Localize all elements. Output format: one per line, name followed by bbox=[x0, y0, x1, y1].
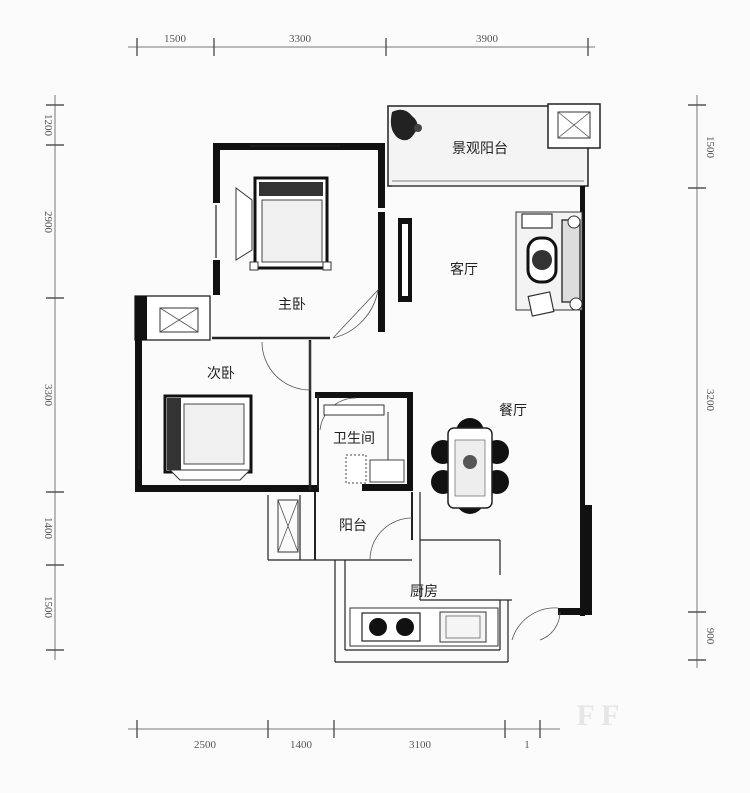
kitchen-counter bbox=[349, 607, 499, 647]
room-label-second-bedroom: 次卧 bbox=[207, 366, 235, 382]
watermark: F F bbox=[576, 699, 619, 732]
room-label-kitchen: 厨房 bbox=[410, 584, 438, 600]
sink bbox=[439, 611, 487, 643]
dim-top-1: 1500 bbox=[164, 33, 187, 45]
dim-left-2: 2900 bbox=[42, 211, 54, 234]
dim-bottom-3: 3100 bbox=[409, 739, 432, 751]
doors bbox=[261, 288, 561, 641]
dim-bottom-1: 2500 bbox=[194, 739, 217, 751]
room-label-master-bedroom: 主卧 bbox=[278, 297, 306, 313]
dim-right-2: 3200 bbox=[704, 389, 716, 412]
door-second-bedroom bbox=[261, 341, 311, 391]
room-label-balcony-view: 景观阳台 bbox=[452, 141, 508, 157]
dim-right-3: 900 bbox=[704, 628, 716, 645]
balcony-view-area bbox=[387, 103, 601, 187]
room-label-balcony: 阳台 bbox=[339, 518, 367, 534]
door-entrance bbox=[511, 607, 559, 641]
dim-bottom-4: 1 bbox=[524, 739, 530, 751]
balcony-duct bbox=[547, 103, 601, 149]
door-balcony bbox=[369, 517, 413, 561]
dim-bottom-2: 1400 bbox=[290, 739, 313, 751]
room-label-living-room: 客厅 bbox=[450, 261, 478, 278]
dimension-bottom: 2500 1400 3100 1 bbox=[128, 720, 560, 751]
room-label-bathroom: 卫生间 bbox=[333, 431, 375, 447]
sofa bbox=[561, 219, 581, 303]
dimension-left: 1200 2900 3300 1400 1500 bbox=[42, 95, 64, 660]
burner-icon bbox=[396, 618, 414, 636]
master-bed bbox=[235, 176, 332, 271]
sofa-set bbox=[515, 211, 583, 317]
burner-icon bbox=[369, 618, 387, 636]
dimension-top: 1500 3300 3900 bbox=[128, 33, 595, 56]
dim-left-4: 1400 bbox=[42, 517, 54, 540]
plant-icon bbox=[390, 109, 418, 141]
room-label-dining-room: 餐厅 bbox=[499, 403, 527, 419]
dim-right-1: 1500 bbox=[704, 136, 716, 159]
dim-left-5: 1500 bbox=[42, 596, 54, 619]
dim-top-3: 3900 bbox=[476, 33, 499, 45]
dining-table bbox=[431, 418, 509, 514]
bathroom-fixtures bbox=[323, 404, 405, 484]
second-bed bbox=[163, 394, 253, 481]
dimension-right: 1500 3200 900 bbox=[688, 95, 716, 668]
dim-top-2: 3300 bbox=[289, 33, 312, 45]
dim-left-3: 3300 bbox=[42, 384, 54, 407]
door-master-bedroom bbox=[332, 288, 379, 339]
dim-left-1: 1200 bbox=[42, 114, 54, 137]
